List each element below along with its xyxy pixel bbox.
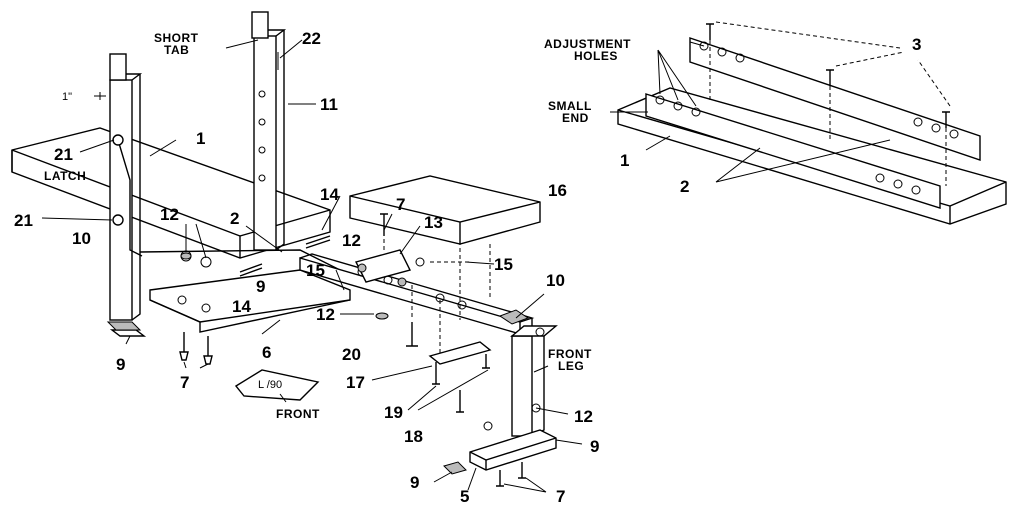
inset-rail-far — [689, 37, 981, 161]
callout-1-inset: 1 — [620, 151, 629, 170]
callout-14-upper: 14 — [320, 185, 339, 204]
spacer-pins — [239, 235, 331, 277]
callout-6: 6 — [262, 343, 271, 362]
callout-12-center: 12 — [342, 231, 361, 250]
adjustment-holes-label-1: ADJUSTMENT — [544, 37, 631, 51]
callout-10-right: 10 — [546, 271, 565, 290]
inset-bolts — [706, 23, 950, 186]
callout-9-center: 9 — [256, 277, 265, 296]
callout-7-left: 7 — [180, 373, 189, 392]
callout-2: 2 — [230, 209, 239, 228]
small-end-label-1: SMALL — [548, 99, 592, 113]
callout-5: 5 — [460, 487, 469, 506]
one-inch-label: 1" — [62, 91, 72, 103]
callout-22: 22 — [302, 29, 321, 48]
front-leg-label-1: FRONT — [548, 347, 592, 361]
bolts-center — [406, 322, 490, 413]
part-code-label: L /90 — [258, 379, 282, 391]
callout-21-lower: 21 — [14, 211, 33, 230]
callout-1: 1 — [196, 129, 205, 148]
leader-lines — [41, 21, 951, 493]
latch-upright — [106, 53, 147, 337]
bolts-group-left — [179, 332, 213, 365]
front-label: FRONT — [276, 407, 320, 421]
front-arrow — [234, 369, 320, 401]
bracket — [354, 249, 412, 287]
callout-9-cap: 9 — [410, 473, 419, 492]
callout-19-visible: 19 — [384, 403, 403, 422]
callout-9-foot: 9 — [590, 437, 599, 456]
callout-9-left: 9 — [116, 355, 125, 374]
rear-upright — [251, 11, 287, 251]
nuts — [180, 252, 389, 320]
callout-12-foot: 12 — [574, 407, 593, 426]
inset-rail-near — [645, 93, 941, 209]
callout-21-upper: 21 — [54, 145, 73, 164]
plate — [428, 341, 492, 365]
adjustment-holes-label-2: HOLES — [574, 49, 618, 63]
callout-15-left: 15 — [306, 261, 325, 280]
text-labels: SHORT TAB LATCH 1" ADJUSTMENT HOLES SMAL… — [44, 31, 631, 421]
callout-14-lower: 14 — [232, 297, 251, 316]
callout-11: 11 — [320, 95, 338, 114]
seat-pad — [349, 175, 541, 245]
front-foot — [443, 403, 557, 487]
callout-18-visible: 18 — [404, 427, 423, 446]
alignment-lines — [383, 234, 491, 360]
small-end-label-2: END — [562, 111, 589, 125]
short-tab-label-2: TAB — [164, 43, 189, 57]
callout-12-lower: 12 — [316, 305, 335, 324]
callout-15-right: 15 — [494, 255, 513, 274]
callout-numbers: 1 1 2 2 3 5 6 7 7 7 9 9 9 9 10 10 11 12 … — [14, 29, 921, 506]
callout-12-left: 12 — [160, 205, 179, 224]
front-leg — [498, 309, 558, 437]
front-leg-label-2: LEG — [558, 359, 584, 373]
callout-13: 13 — [424, 213, 443, 232]
callout-20: 20 — [342, 345, 361, 364]
callout-2-inset: 2 — [680, 177, 689, 196]
callout-10-left: 10 — [72, 229, 91, 248]
callout-17: 17 — [346, 373, 365, 392]
callout-7-foot: 7 — [556, 487, 565, 506]
callout-3: 3 — [912, 35, 921, 54]
pin — [380, 213, 388, 236]
callout-7-seat: 7 — [396, 195, 405, 214]
callout-16: 16 — [548, 181, 567, 200]
main-rail — [299, 253, 535, 335]
latch-label: LATCH — [44, 169, 86, 183]
short-tab-label-1: SHORT — [154, 31, 199, 45]
